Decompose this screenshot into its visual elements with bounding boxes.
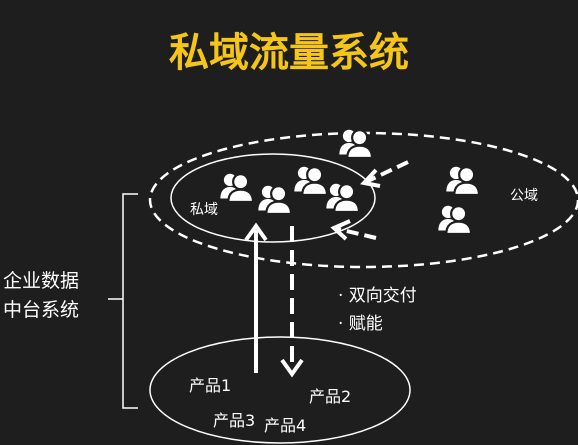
bullet-empower: · 赋能 bbox=[338, 314, 383, 334]
system-label-line-2: 中台系统 bbox=[3, 299, 79, 321]
user-group-icon bbox=[294, 165, 329, 195]
inflow-arrow-upper-head bbox=[360, 168, 381, 188]
private-domain-ellipse bbox=[170, 153, 376, 243]
page-title: 私域流量系统 bbox=[169, 30, 409, 76]
product-label: 产品2 bbox=[309, 387, 351, 406]
private-domain-label: 私域 bbox=[190, 202, 218, 218]
user-group-icon bbox=[258, 184, 293, 214]
product-label: 产品1 bbox=[189, 376, 231, 395]
public-domain-label: 公域 bbox=[510, 188, 538, 204]
inflow-arrow-lower bbox=[337, 227, 377, 240]
user-group-icon bbox=[438, 204, 473, 234]
user-group-icon bbox=[326, 182, 361, 212]
product-label: 产品4 bbox=[264, 416, 306, 435]
down-arrow-head bbox=[280, 358, 304, 378]
products-ellipse bbox=[149, 336, 411, 444]
user-group-icon bbox=[446, 165, 481, 195]
system-label-line-1: 企业数据 bbox=[3, 270, 79, 292]
bullet-two-way-delivery: · 双向交付 bbox=[338, 286, 417, 306]
inflow-arrow-upper bbox=[367, 160, 409, 183]
inflow-arrow-lower-head bbox=[330, 219, 351, 241]
product-label: 产品3 bbox=[213, 411, 255, 430]
user-group-icon bbox=[339, 128, 374, 158]
left-bracket bbox=[108, 193, 138, 409]
user-group-icon bbox=[220, 172, 255, 202]
up-arrow-head bbox=[244, 222, 268, 242]
